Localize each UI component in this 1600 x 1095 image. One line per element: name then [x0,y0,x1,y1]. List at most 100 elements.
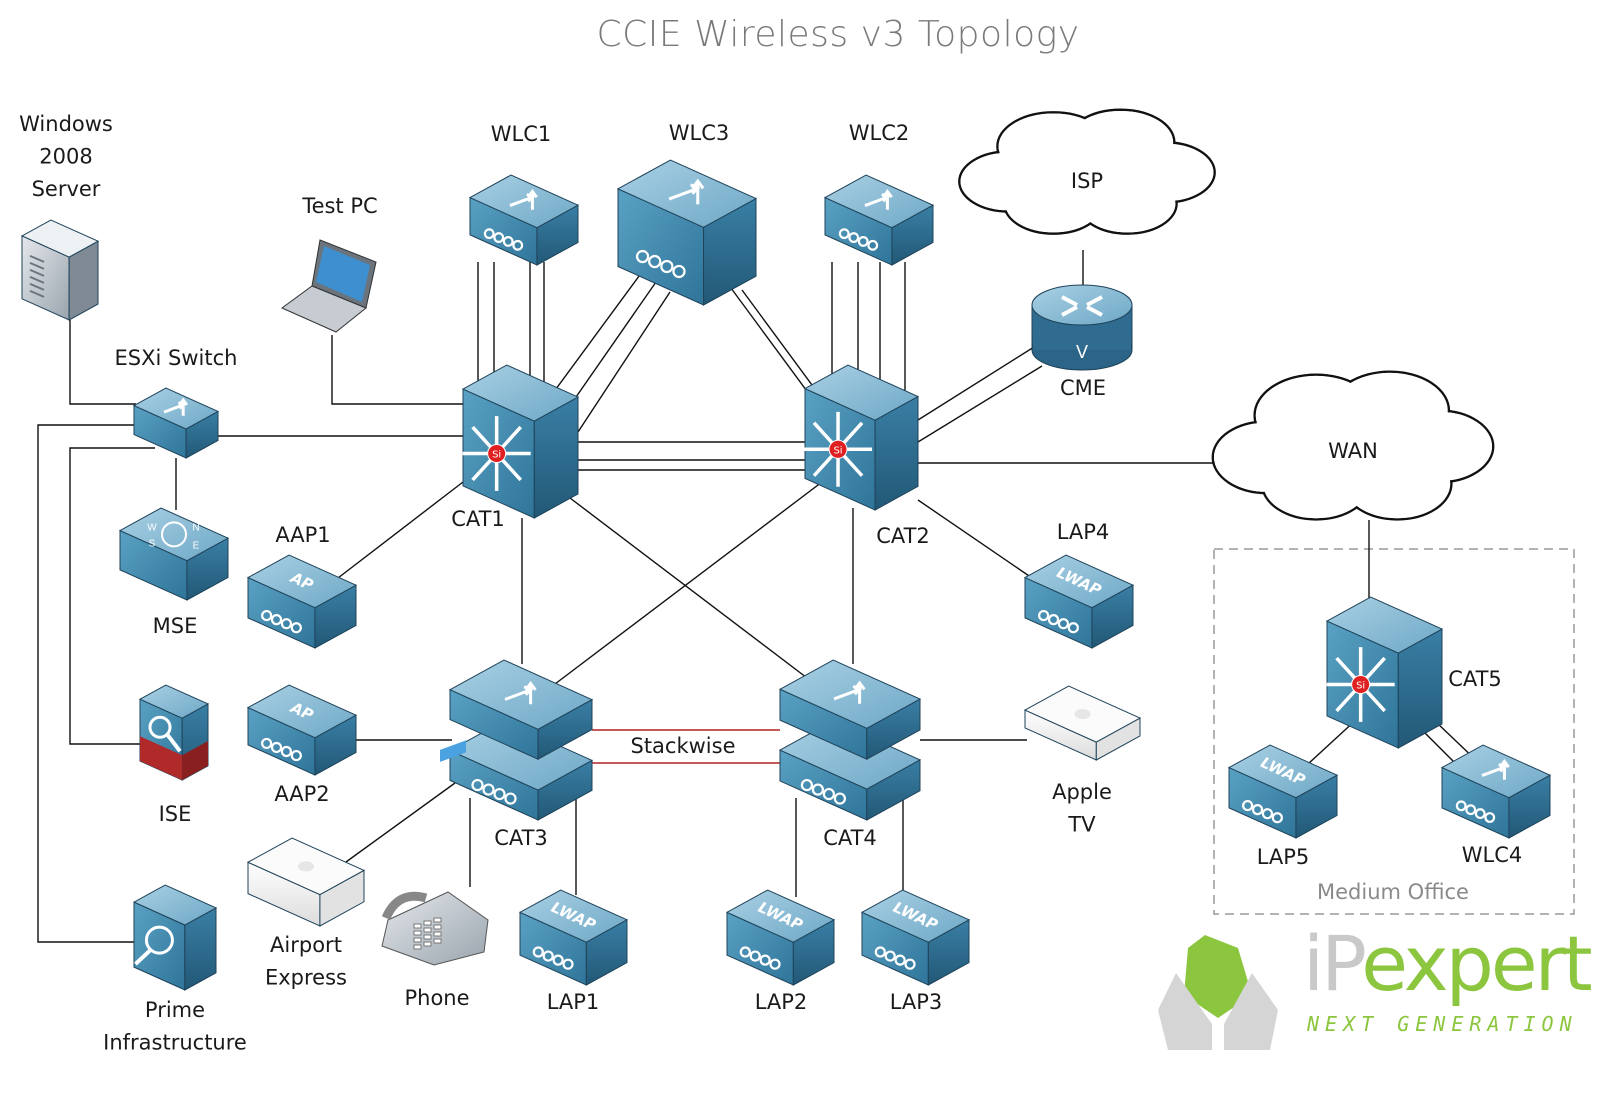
phone-key [413,923,422,929]
phone-key [423,941,432,947]
device-prime [132,884,218,991]
magnifier-icon [148,715,172,739]
multilayer-arrows-icon [462,416,531,491]
links [37,250,1481,943]
wave-mark [290,749,302,762]
si-badge-text: Si [833,445,842,456]
link-cat2-cme [917,365,1043,443]
arrow-icon [691,178,705,205]
phone-key [413,930,422,936]
link-cat1-cat4 [569,497,816,685]
phone-key [423,927,432,933]
arrow-icon [524,680,537,705]
link-wlc3-cat2 [727,283,813,399]
device-wlc3 [616,159,758,306]
wave-mark [280,618,293,630]
device-label-prime: Prime [145,998,205,1022]
wave-mark [532,946,544,958]
link-wlc3-cat1 [577,291,671,433]
wave-mark [502,236,514,247]
link-esxi-prime [37,424,136,943]
wave-mark [1057,618,1070,630]
logo-wordmark-gray: iP [1303,919,1364,1008]
device-label-cme: CME [1060,376,1106,400]
prime-magnifier-icon [144,925,174,955]
device-label-isp: ISP [1071,169,1103,193]
top-face [860,889,971,943]
wave-mark [800,778,814,792]
wave-mark [1261,808,1274,820]
phone-key [433,917,442,923]
drive-bay [29,282,45,291]
device-label-cat1: CAT1 [451,507,505,531]
link-wlc3-cat2 [741,289,813,386]
device-label-wan: WAN [1328,439,1378,463]
top-face [803,364,920,421]
link-server-esxi [69,320,136,405]
phone-key [433,938,442,944]
wave-mark [884,950,896,962]
device-label-airport: Airport [270,933,342,957]
top-face [132,884,218,926]
firewall-brick-icon [140,736,183,780]
wave-mark [1038,609,1050,622]
wave-mark [1251,804,1264,816]
laptop-keyboard [281,285,367,333]
wave-mark [833,792,847,805]
wave-mark [1067,622,1079,634]
device-phone [381,740,489,966]
wave-mark [483,228,495,240]
device-wlc2 [823,174,935,266]
phone-key [433,931,442,937]
device-label-prime: Infrastructure [103,1031,247,1055]
phone-screen [440,740,466,762]
phone-key [433,924,442,930]
wave-mark [874,946,886,958]
device-label-cat2: CAT2 [876,524,930,548]
wave-mark [270,741,283,754]
wave-mark [848,232,860,243]
wave-mark [648,254,662,269]
device-wlc4 [1440,744,1552,839]
phone-handset [381,891,428,920]
wave-mark [867,239,879,251]
device-cat1: Si [461,364,580,519]
arrow-icon [853,680,866,704]
device-label-mse: MSE [153,614,198,638]
logo-wordmark: iPexpert [1303,926,1593,1002]
device-label-lap2: LAP2 [755,990,808,1014]
device-aap1: AP [246,554,358,649]
device-airport [246,837,366,927]
si-badge-text: Si [1356,681,1365,692]
drive-bay [29,268,45,277]
device-label-cat4: CAT4 [823,826,877,850]
wave-mark [471,778,484,792]
wave-mark [635,249,650,264]
multilayer-arrows-icon [804,411,873,487]
link-esxi-ise [69,447,155,745]
medium-office-zone [1213,548,1575,915]
wave-mark [542,950,554,962]
wave-mark [672,264,686,279]
wave-mark [1474,808,1486,820]
router-arrows-icon [1061,295,1103,317]
top-face [725,889,836,943]
link-cat2-cat3 [554,481,823,685]
wave-mark [270,614,283,626]
device-label-win: Windows [19,112,113,136]
link-cat2-cme [917,346,1035,421]
wave-mark [1484,812,1496,823]
stackwise-label: Stackwise [630,734,735,758]
stackwise-link [592,729,780,764]
drive-bay [29,261,45,270]
top-face [20,219,100,258]
wave-mark [857,236,869,247]
link-testpc-cat1 [331,335,463,405]
wave-mark [759,954,771,966]
device-lap1: LWAP [518,889,629,986]
device-label-aap2: AAP2 [274,782,329,806]
device-label-phone: Phone [404,986,469,1010]
device-isp [958,108,1216,235]
si-badge-icon [828,439,848,459]
wave-mark [1047,614,1060,626]
